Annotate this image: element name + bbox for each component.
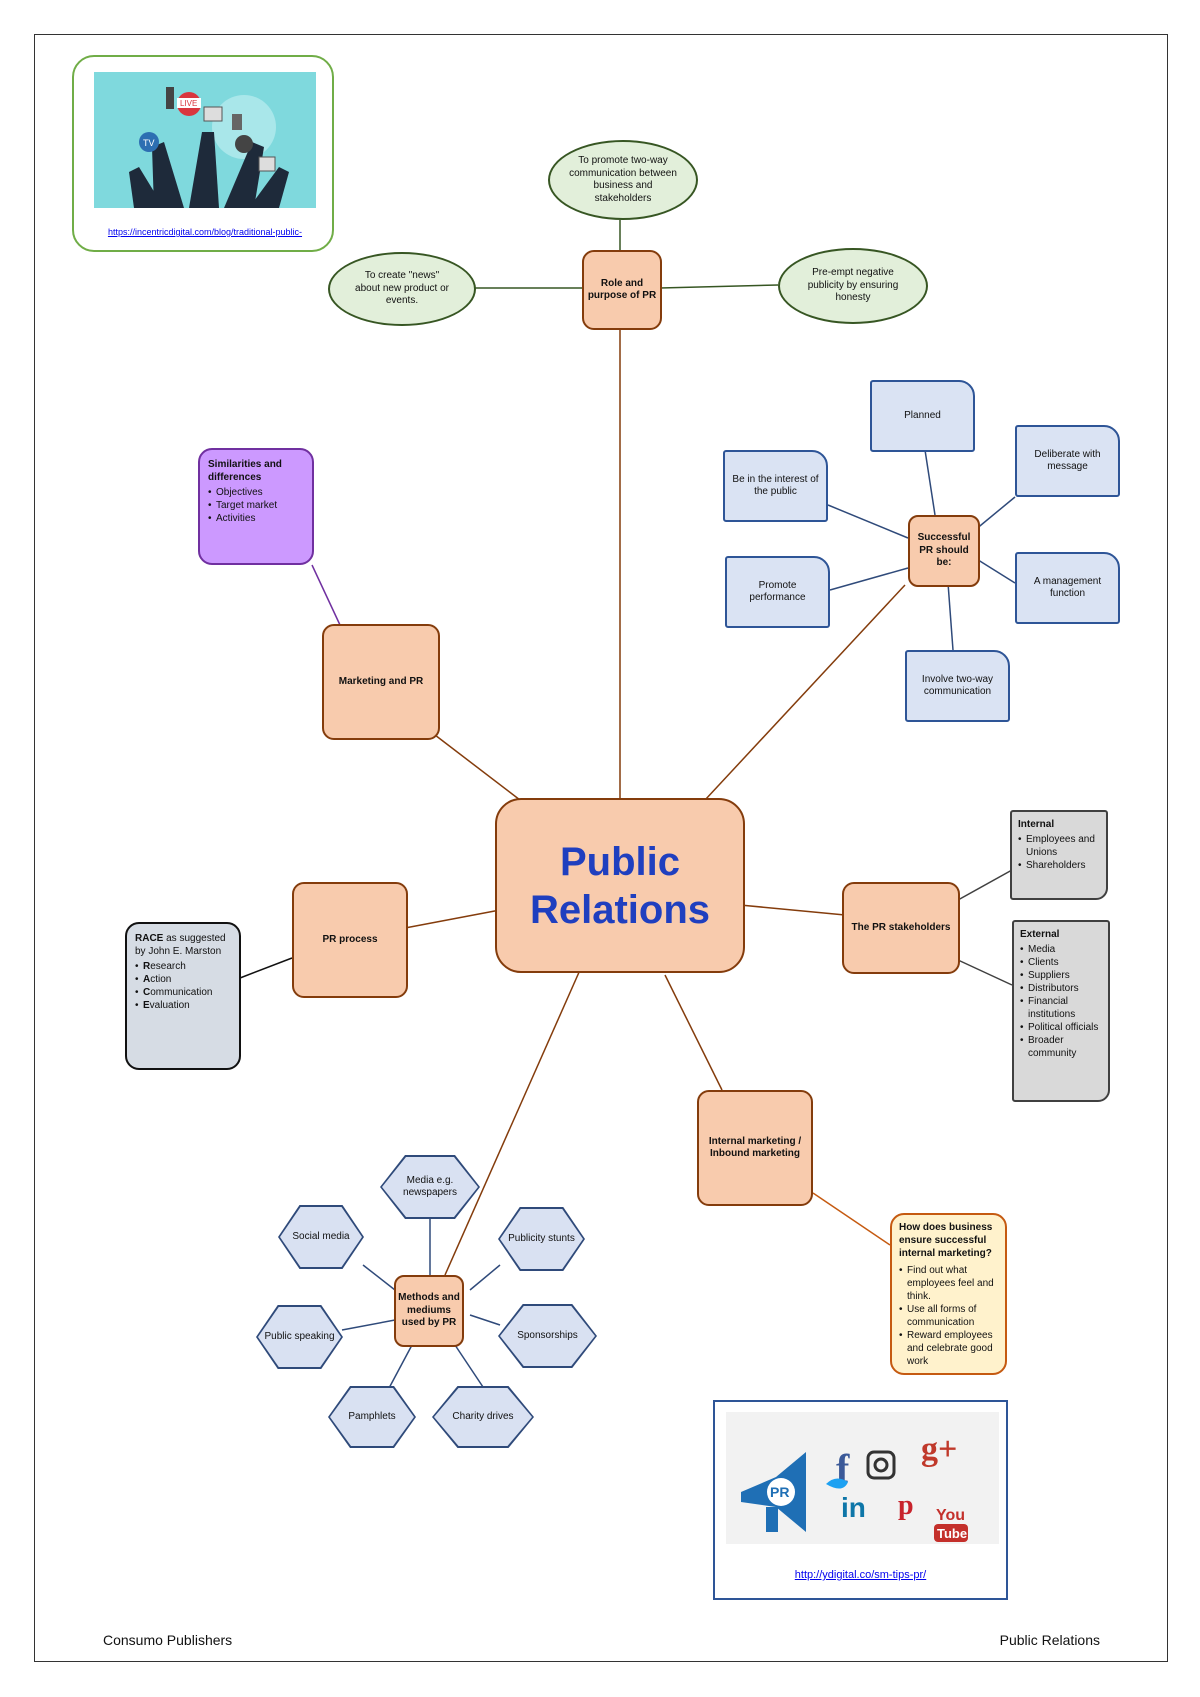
race-title: RACE as suggested by John E. Marston <box>135 933 226 957</box>
internal-marketing-node: Internal marketing / Inbound marketing <box>697 1090 813 1206</box>
social-media-pr-illustration: PR f g+ in p You Tube <box>726 1412 999 1544</box>
pr-process-node: PR process <box>292 882 408 998</box>
internal-marketing-note-item: Reward employees and celebrate good work <box>899 1329 998 1368</box>
svg-text:Tube: Tube <box>937 1526 967 1541</box>
marketing-pr-node: Marketing and PR <box>322 624 440 740</box>
role-goal-honesty: Pre-empt negative publicity by ensuring … <box>778 248 928 324</box>
social-media-image-link[interactable]: http://ydigital.co/sm-tips-pr/ <box>794 1569 927 1581</box>
twitter-icon <box>826 1478 848 1489</box>
media-microphones-illustration: LIVE TV <box>94 72 316 208</box>
google-plus-icon: g+ <box>921 1431 957 1468</box>
role-purpose-node: Role and purpose of PR <box>582 250 662 330</box>
race-item: Communication <box>135 986 231 999</box>
internal-item: Shareholders <box>1018 859 1100 872</box>
marketing-note-item: Target market <box>208 499 304 512</box>
internal-title: Internal <box>1018 819 1055 830</box>
successful-item-two-way: Involve two-way communication <box>905 650 1010 722</box>
marketing-note-item: Activities <box>208 512 304 525</box>
external-stakeholders: External Media Clients Suppliers Distrib… <box>1012 920 1110 1102</box>
svg-text:TV: TV <box>143 138 155 148</box>
central-topic: Public Relations <box>495 798 745 973</box>
pr-badge-icon <box>767 1478 795 1506</box>
central-title-line2: Relations <box>529 887 711 932</box>
central-title-line1: Public <box>559 839 681 884</box>
page-frame <box>34 34 1168 1662</box>
social-media-image-card: PR f g+ in p You Tube http://ydigital.co… <box>713 1400 1008 1600</box>
successful-item-management: A management function <box>1015 552 1120 624</box>
linkedin-icon: in <box>841 1492 866 1523</box>
top-image-link[interactable]: https://incentricdigital.com/blog/tradit… <box>107 227 303 237</box>
successful-item-public-interest: Be in the interest of the public <box>723 450 828 522</box>
youtube-icon: You <box>936 1507 965 1524</box>
method-pamphlets: Pamphlets <box>328 1386 416 1448</box>
race-item: Evaluation <box>135 999 231 1012</box>
external-item: Media <box>1020 943 1102 956</box>
role-goal-two-way: To promote two-way communication between… <box>548 140 698 220</box>
svg-text:LIVE: LIVE <box>180 99 197 108</box>
successful-pr-node: Successful PR should be: <box>908 515 980 587</box>
internal-stakeholders: Internal Employees and Unions Shareholde… <box>1010 810 1108 900</box>
internal-marketing-note-item: Use all forms of communication <box>899 1303 998 1329</box>
footer-topic: Public Relations <box>999 1632 1100 1648</box>
svg-text:PR: PR <box>770 1484 789 1500</box>
methods-node: Methods and mediums used by PR <box>394 1275 464 1347</box>
external-title: External <box>1020 929 1060 940</box>
race-item: Research <box>135 960 231 973</box>
stakeholders-node: The PR stakeholders <box>842 882 960 974</box>
footer-publisher: Consumo Publishers <box>103 1632 233 1648</box>
internal-marketing-note-item: Find out what employees feel and think. <box>899 1264 998 1303</box>
external-item: Political officials <box>1020 1021 1102 1034</box>
successful-item-performance: Promote performance <box>725 556 830 628</box>
marketing-note-title: Similarities and differences <box>208 459 282 483</box>
external-item: Broader community <box>1020 1034 1102 1060</box>
external-item: Distributors <box>1020 982 1102 995</box>
external-item: Suppliers <box>1020 969 1102 982</box>
pinterest-icon: p <box>898 1490 914 1521</box>
instagram-icon <box>866 1450 896 1480</box>
marketing-note: Similarities and differences Objectives … <box>198 448 314 565</box>
internal-item: Employees and Unions <box>1018 833 1100 859</box>
internal-marketing-note-title: How does business ensure successful inte… <box>899 1222 993 1259</box>
successful-item-deliberate: Deliberate with message <box>1015 425 1120 497</box>
internal-marketing-note: How does business ensure successful inte… <box>890 1213 1007 1375</box>
top-image-card: LIVE TV https://incentricdigital.com/blo… <box>72 55 334 252</box>
marketing-note-item: Objectives <box>208 486 304 499</box>
external-item: Clients <box>1020 956 1102 969</box>
race-note: RACE as suggested by John E. Marston Res… <box>125 922 241 1070</box>
role-goal-news: To create "news" about new product or ev… <box>328 252 476 326</box>
external-item: Financial institutions <box>1020 995 1102 1021</box>
method-charity-drives: Charity drives <box>432 1386 534 1448</box>
race-item: Action <box>135 973 231 986</box>
successful-item-planned: Planned <box>870 380 975 452</box>
